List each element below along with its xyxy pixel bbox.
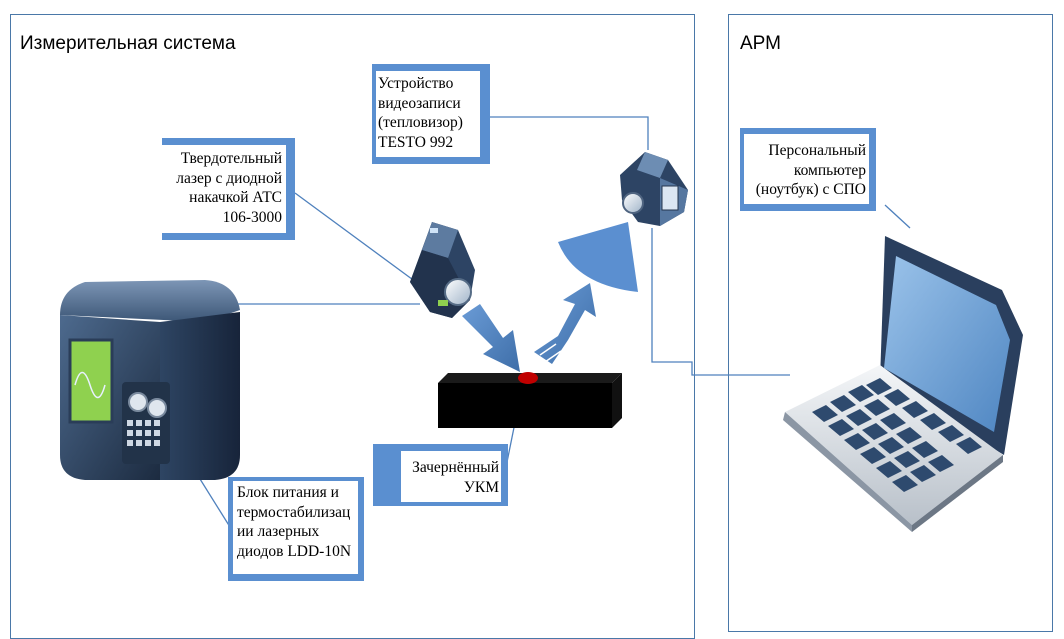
workstation-title: АРМ <box>740 33 781 54</box>
laser-spot <box>518 372 538 384</box>
laser-callout: Твердотельный лазер с диодной накачкой А… <box>162 138 295 240</box>
camera-callout: Устройство видеозаписи (тепловизор) TEST… <box>372 64 490 164</box>
measurement-system-title: Измерительная система <box>20 33 236 54</box>
power-supply-callout: Блок питания и термостабилизац ии лазерн… <box>228 477 364 581</box>
pc-callout: Персональный компьютер (ноутбук) с СПО <box>740 128 876 211</box>
laptop-icon <box>783 236 1023 532</box>
laser-projector-icon <box>410 222 475 318</box>
camera-callout-text: Устройство видеозаписи (тепловизор) TEST… <box>378 75 463 151</box>
workstation-frame <box>728 14 1053 632</box>
thermal-camera-icon <box>620 152 688 226</box>
laser-beam-arrow <box>462 304 520 372</box>
pc-callout-text: Персональный компьютер (ноутбук) с СПО <box>755 142 866 198</box>
connector-pc-callout <box>884 204 911 229</box>
connector-camera-callout <box>490 116 649 150</box>
connector-laser-callout <box>294 192 421 286</box>
ukm-callout-text: Зачернённый УКМ <box>412 459 499 496</box>
camera-field-of-view <box>558 222 638 292</box>
connector-camera-laptop <box>651 228 790 376</box>
reflected-radiation-arrow <box>534 283 596 364</box>
ukm-callout: Зачернённый УКМ <box>373 444 508 506</box>
power-supply-icon <box>60 280 240 480</box>
sample-block-icon <box>438 372 622 428</box>
laser-callout-text: Твердотельный лазер с диодной накачкой А… <box>176 150 282 226</box>
power-supply-callout-text: Блок питания и термостабилизац ии лазерн… <box>237 484 352 560</box>
